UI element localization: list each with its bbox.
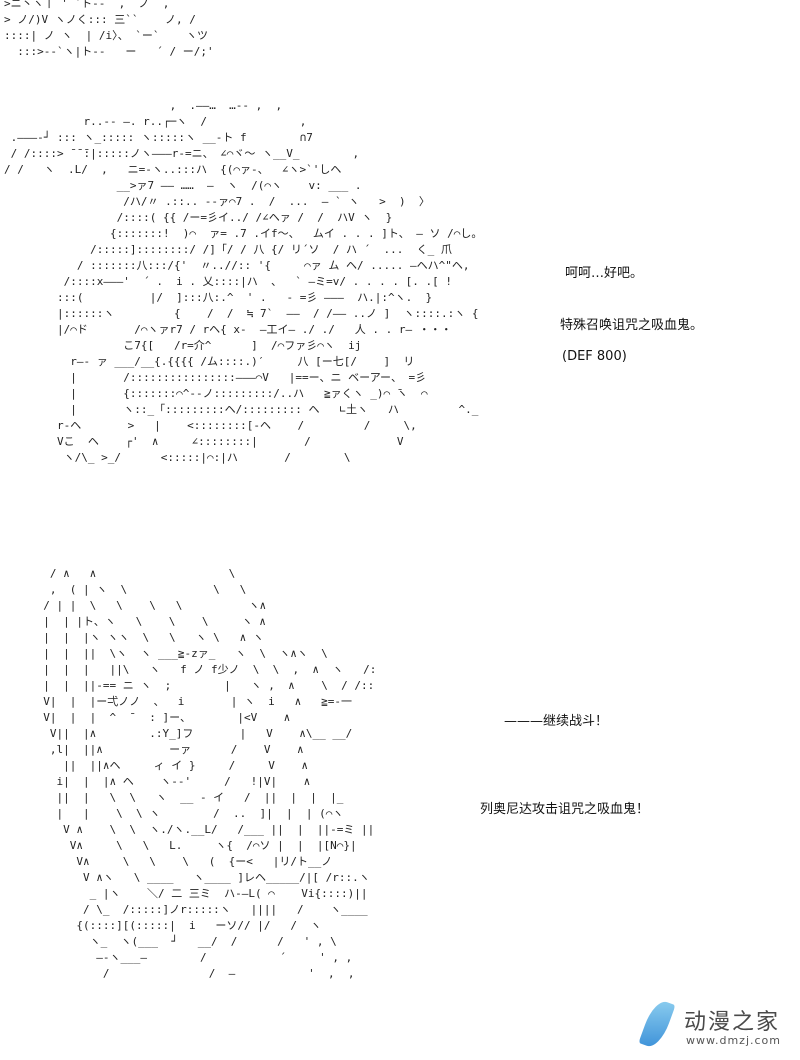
dmzj-watermark: 动漫之家 www.dmzj.com — [638, 997, 800, 1058]
ascii-art-vampire: , .――… …-- , , r..-- ―. r..┌─ヽ / , .―――‐… — [4, 99, 483, 464]
caption-hehe-okay: 呵呵…好吧。 — [565, 266, 644, 281]
caption-def: (DEF 800) — [562, 349, 627, 364]
watermark-url: www.dmzj.com — [686, 1034, 781, 1047]
ascii-art-leonidas: / ∧ ∧ \ , ( | ヽ \ \ \ / | | \ \ \ \ ヽ∧ |… — [43, 567, 377, 980]
wing-logo-icon — [638, 997, 676, 1051]
caption-continue-battle: ———继续战斗！ — [504, 714, 609, 729]
watermark-name: 动漫之家 — [684, 1010, 781, 1035]
caption-leonidas-attacks: 列奥尼达攻击诅咒之吸血鬼！ — [480, 802, 650, 817]
caption-special-summon: 特殊召唤诅咒之吸血鬼。 — [560, 318, 704, 333]
ascii-art-top-fragment: >ニ丶ヽ丨 ' `ト-- , ノ , > ノ/)V ヽノく::: 三`` ノ, … — [4, 0, 214, 58]
